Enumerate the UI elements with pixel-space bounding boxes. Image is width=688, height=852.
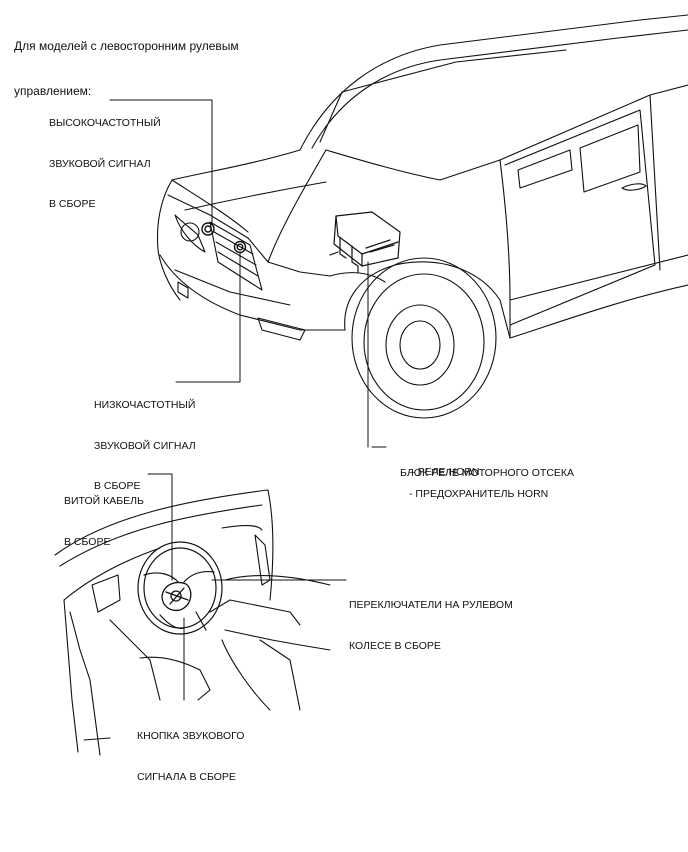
horn-fuse-label: - ПРЕДОХРАНИТЕЛЬ HORN [409, 488, 549, 500]
low-horn-label-line-2: ЗВУКОВОЙ СИГНАЛ [94, 439, 196, 452]
spiral-cable-label-line-2: В СБОРЕ [64, 535, 111, 548]
high-horn-label-line-1: ВЫСОКОЧАСТОТНЫЙ [49, 117, 161, 129]
steering-wheel-icon [137, 541, 223, 635]
horn-relay-label: – РЕЛЕ HORN [409, 466, 480, 478]
model-note: Для моделей с левосторонним рулевым упра… [14, 9, 239, 129]
spiral-cable-label-line-1: ВИТОЙ КАБЕЛЬ [64, 495, 144, 507]
high-frequency-horn-label: ВЫСОКОЧАСТОТНЫЙ ЗВУКОВОЙ СИГНАЛ В СБОРЕ [49, 90, 161, 239]
high-horn-label-line-3: В СБОРЕ [49, 198, 96, 210]
high-horn-label-line-2: ЗВУКОВОЙ СИГНАЛ [49, 157, 151, 170]
spiral-cable-label: ВИТОЙ КАБЕЛЬ В СБОРЕ [64, 468, 144, 576]
low-horn-label-line-3: В СБОРЕ [94, 480, 141, 492]
horn-button-label: КНОПКА ЗВУКОВОГО СИГНАЛА В СБОРЕ [137, 703, 244, 811]
low-horn-label-line-1: НИЗКОЧАСТОТНЫЙ [94, 399, 196, 411]
horn-button-label-line-2: СИГНАЛА В СБОРЕ [137, 770, 236, 783]
horn-button-icon [161, 581, 192, 612]
model-note-line-1: Для моделей с левосторонним рулевым [14, 39, 239, 53]
high-frequency-horn-icon [201, 222, 215, 236]
engine-relay-block-icon [329, 211, 401, 273]
model-note-line-2: управлением: [14, 84, 92, 98]
low-frequency-horn-label: НИЗКОЧАСТОТНЫЙ ЗВУКОВОЙ СИГНАЛ В СБОРЕ [94, 372, 196, 521]
steering-switches-label-line-2: КОЛЕСЕ В СБОРЕ [349, 639, 441, 652]
steering-switches-label: ПЕРЕКЛЮЧАТЕЛИ НА РУЛЕВОМ КОЛЕСЕ В СБОРЕ [349, 572, 513, 680]
relay-block-label: БЛОК РЕЛЕ МОТОРНОГО ОТСЕКА [400, 440, 574, 508]
leader-lines [109, 99, 387, 701]
relay-block-title: БЛОК РЕЛЕ МОТОРНОГО ОТСЕКА [400, 467, 575, 479]
dashboard-drawing [54, 489, 331, 756]
steering-switches-label-line-1: ПЕРЕКЛЮЧАТЕЛИ НА РУЛЕВОМ [349, 599, 513, 611]
horn-button-label-line-1: КНОПКА ЗВУКОВОГО [137, 730, 245, 742]
